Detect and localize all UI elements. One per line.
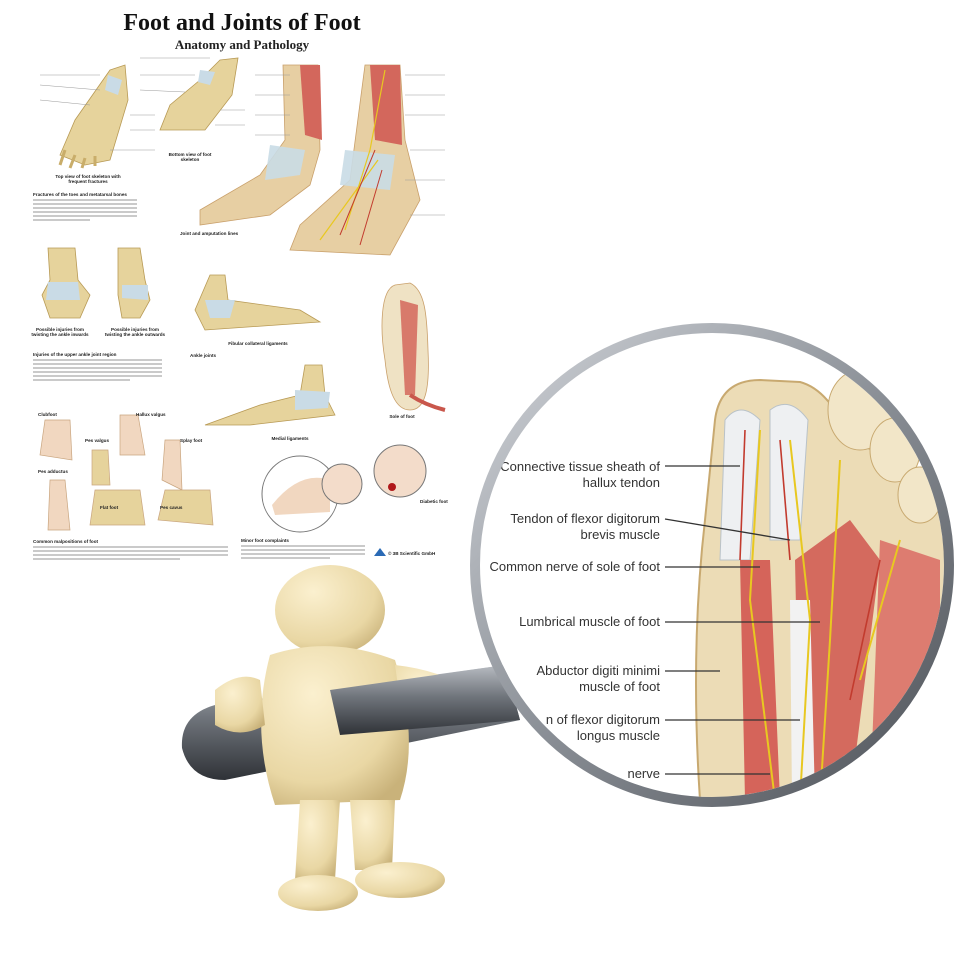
top-view-skeleton-illustration	[39, 64, 155, 169]
caption-pes-valgus: Pes valgus	[85, 438, 109, 443]
anatomy-poster: Foot and Joints of Foot Anatomy and Path…	[31, 10, 448, 560]
label-tendon-flexor-longus: n of flexor digitorum longus muscle	[546, 712, 800, 743]
caption-diabetic: Diabetic foot	[420, 499, 448, 504]
upper-ankle-text-lines	[33, 359, 162, 381]
caption-top-view: Top view of foot skeleton with frequent …	[55, 174, 121, 185]
label-line: Common nerve of sole of foot	[489, 559, 660, 574]
malpositions-text-lines	[33, 546, 228, 560]
poster-title: Foot and Joints of Foot	[123, 10, 360, 36]
heading-upper-ankle: Injuries of the upper ankle joint region	[33, 352, 117, 357]
minor-complaints-illustrations	[261, 444, 427, 533]
label-line: Lumbrical muscle of foot	[519, 614, 660, 629]
magnifier-handle-front	[330, 665, 520, 735]
label-line: longus muscle	[577, 728, 660, 743]
label-tendon-flexor-brevis: Tendon of flexor digitorum brevis muscle	[510, 511, 791, 542]
magnified-sole-illustration	[695, 369, 944, 797]
caption-bottom-view-box: Bottom view of foot skeleton	[168, 152, 212, 163]
caption-splay-foot: Splay foot	[180, 438, 203, 443]
heading-minor: Minor foot complaints	[241, 538, 289, 543]
magnifier-ring	[470, 323, 954, 807]
caption-pes-adductus: Pes adductus	[38, 469, 68, 474]
publisher-credit: © 3B Scientific GmbH	[388, 550, 436, 556]
heading-fractures: Fractures of the toes and metatarsal bon…	[33, 192, 127, 197]
publisher-logo	[374, 548, 386, 556]
fractures-text-lines	[33, 199, 137, 221]
caption-pes-cavus: Pes cavus	[160, 505, 183, 510]
malposition-illustrations	[39, 414, 214, 531]
ankle-injury-illustrations	[41, 247, 151, 319]
label-line: Connective tissue sheath of	[500, 459, 660, 474]
magnifier-lens: Connective tissue sheath of hallux tendo…	[470, 323, 954, 807]
label-lumbrical-muscle: Lumbrical muscle of foot	[519, 614, 820, 629]
caption-joint-lines: Joint and amputation lines	[180, 231, 239, 236]
label-common-nerve: Common nerve of sole of foot	[489, 559, 760, 574]
heading-malpositions: Common malpositions of foot	[33, 539, 99, 544]
label-connective-tissue-sheath: Connective tissue sheath of hallux tendo…	[500, 459, 740, 490]
caption-sole: Sole of foot	[389, 414, 415, 419]
bottom-view-skeleton-illustration	[139, 57, 245, 131]
caption-inwards-box: Possible injuries from twisting the ankl…	[31, 327, 89, 338]
label-line: n of flexor digitorum	[546, 712, 660, 727]
label-line: Tendon of flexor digitorum	[510, 511, 660, 526]
caption-inwards: Possible injuries from twisting the ankl…	[31, 327, 89, 338]
poster-subtitle: Anatomy and Pathology	[175, 37, 310, 52]
caption-fibular: Fibular collateral ligaments	[228, 341, 288, 346]
label-line: muscle of foot	[579, 679, 660, 694]
fibular-ligaments-illustration	[194, 274, 322, 331]
caption-flat-foot: Flat foot	[100, 505, 119, 510]
caption-top-view-box: Top view of foot skeleton with frequent …	[55, 174, 121, 185]
caption-ankle-joints: Ankle joints	[190, 353, 216, 358]
foot-muscles-illustration	[199, 64, 445, 256]
caption-bottom-view: Bottom view of foot skeleton	[168, 152, 212, 163]
caption-medial: Medial ligaments	[271, 436, 308, 441]
caption-outwards-box: Possible injuries from twisting the ankl…	[104, 327, 166, 338]
label-nerve: nerve	[627, 766, 770, 781]
label-line: hallux tendon	[583, 475, 660, 490]
label-line: Abductor digiti minimi	[536, 663, 660, 678]
caption-clubfoot: Clubfoot	[38, 412, 57, 417]
label-abductor-digiti-minimi: Abductor digiti minimi muscle of foot	[536, 663, 720, 694]
medial-ligaments-illustration	[204, 364, 336, 426]
caption-outwards: Possible injuries from twisting the ankl…	[104, 327, 166, 338]
caption-hallux-valgus: Hallux valgus	[136, 412, 166, 417]
label-line: nerve	[627, 766, 660, 781]
label-line: brevis muscle	[581, 527, 660, 542]
sole-of-foot-illustration	[381, 282, 446, 412]
magnifier-labels: Connective tissue sheath of hallux tendo…	[489, 459, 820, 781]
minor-text-lines	[241, 545, 365, 559]
